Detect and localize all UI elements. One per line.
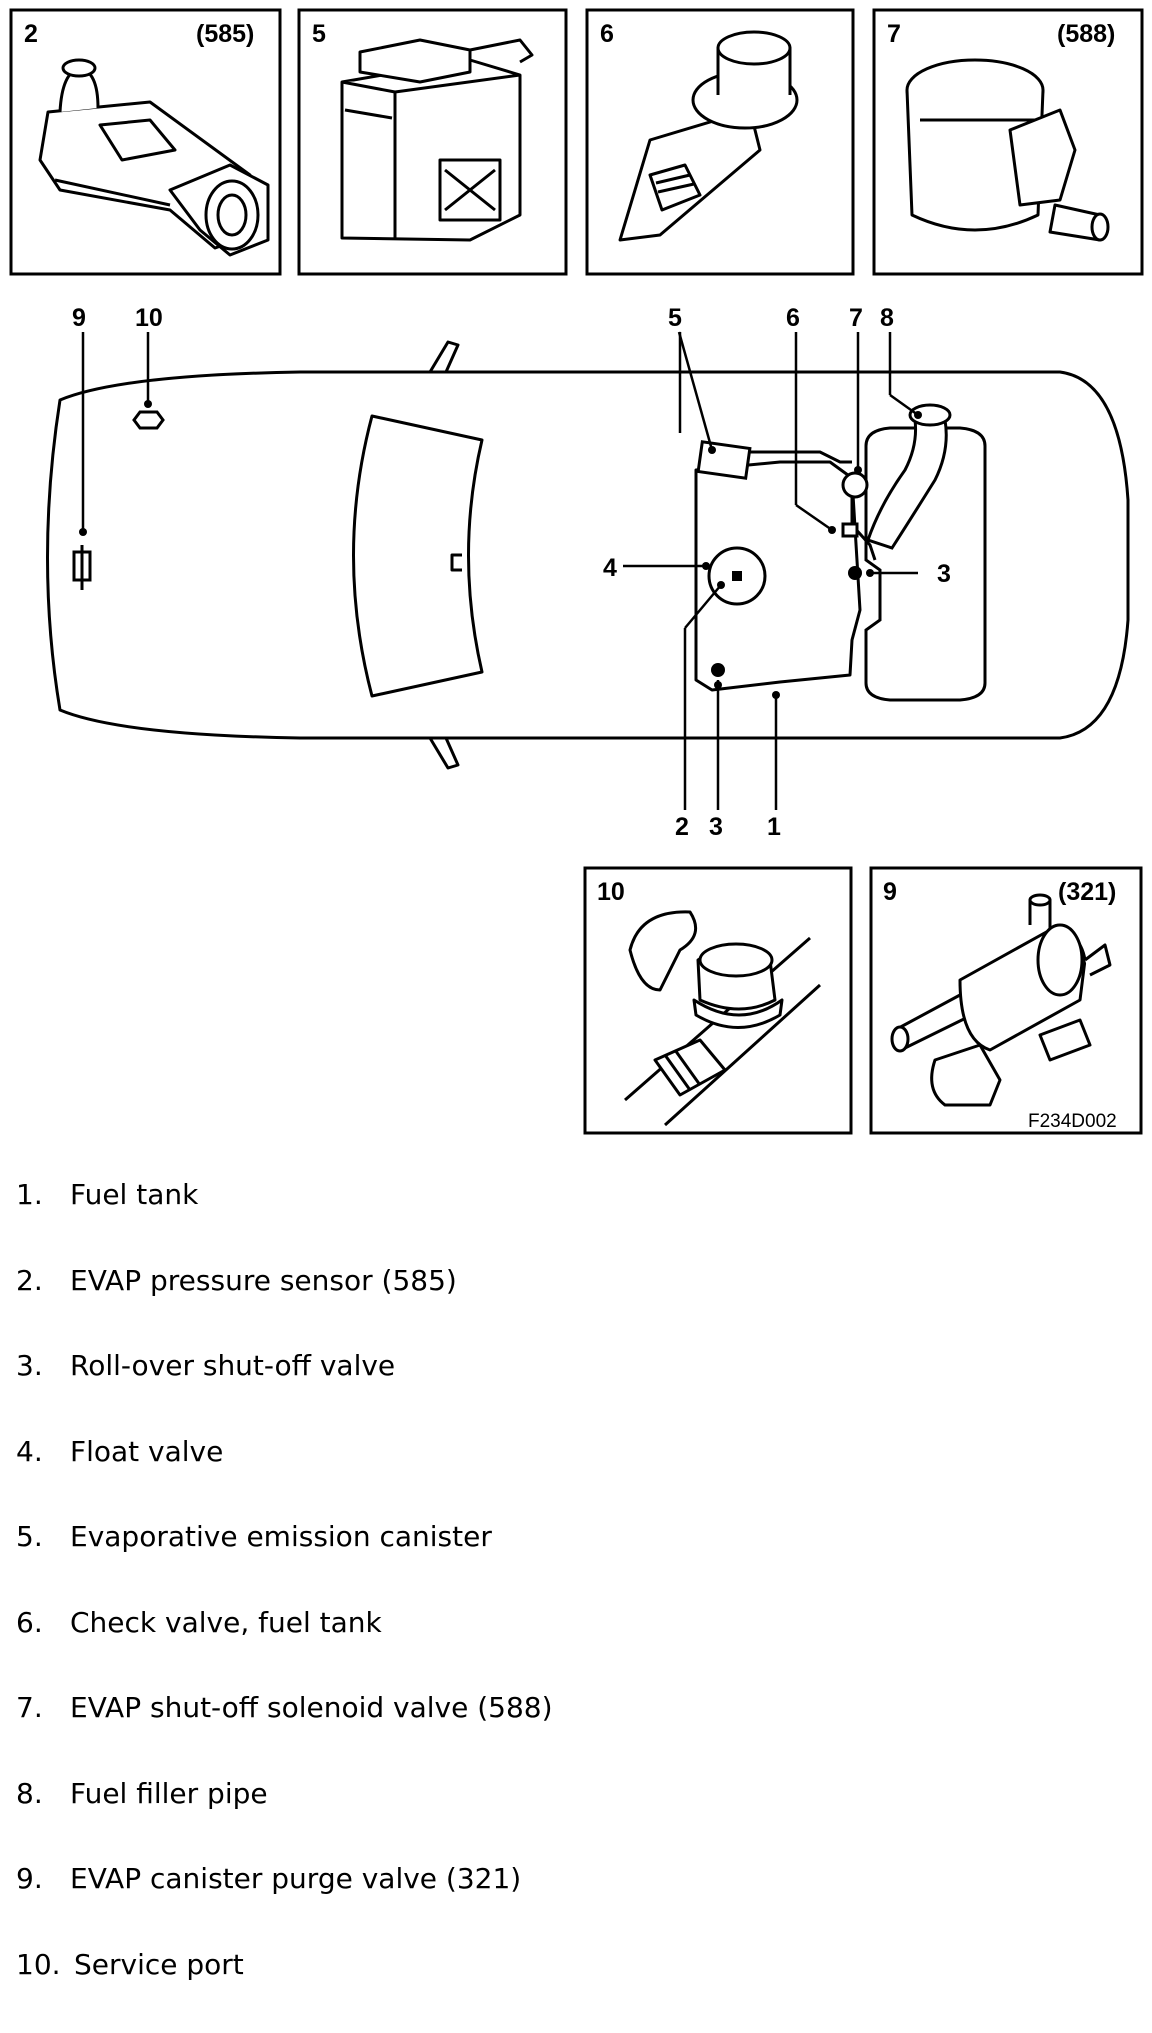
evap-system-diagram: 2 (585) 5 6 xyxy=(0,0,1152,1160)
legend-item: 7.EVAP shut-off solenoid valve (588) xyxy=(16,1691,1136,1777)
legend-item-number: 8. xyxy=(16,1777,70,1810)
legend-item-number: 5. xyxy=(16,1520,70,1553)
callout-label-3: 3 xyxy=(937,560,951,588)
fuel-filler-pipe xyxy=(868,405,950,548)
inset-number: 10 xyxy=(597,878,625,906)
callout-label-10: 10 xyxy=(135,304,163,332)
float-valve-marker xyxy=(709,548,765,604)
callout-label-7: 7 xyxy=(849,304,863,332)
legend-item-text: Float valve xyxy=(70,1435,223,1468)
callout-label-8: 8 xyxy=(880,304,894,332)
inset-part-code: (588) xyxy=(1057,20,1115,48)
callout-label-5: 5 xyxy=(668,304,682,332)
legend-item-text: Evaporative emission canister xyxy=(70,1520,492,1553)
callout-label-6: 6 xyxy=(786,304,800,332)
inset-evap-canister-purge-valve: 9 (321) F234D002 xyxy=(871,868,1141,1133)
evaporative-emission-canister-icon xyxy=(342,40,532,240)
legend-item-text: EVAP shut-off solenoid valve (588) xyxy=(70,1691,553,1724)
legend-item-number: 3. xyxy=(16,1349,70,1382)
legend-item-number: 6. xyxy=(16,1606,70,1639)
inset-part-code: (585) xyxy=(196,20,254,48)
rollover-valve-marker xyxy=(711,663,725,677)
inset-service-port: 10 xyxy=(585,868,851,1133)
callout-label-4: 4 xyxy=(603,554,617,582)
legend-item-number: 4. xyxy=(16,1435,70,1468)
legend-item: 8.Fuel filler pipe xyxy=(16,1777,1136,1863)
inset-number: 6 xyxy=(600,20,614,48)
legend-item: 2.EVAP pressure sensor (585) xyxy=(16,1264,1136,1350)
callout-label-2: 2 xyxy=(675,813,689,841)
inset-evaporative-emission-canister: 5 xyxy=(299,10,566,274)
inset-number: 9 xyxy=(883,878,897,906)
legend-item-number: 2. xyxy=(16,1264,70,1297)
legend-item-text: EVAP canister purge valve (321) xyxy=(70,1862,521,1895)
callout-label-1: 1 xyxy=(767,813,781,841)
legend-item: 1.Fuel tank xyxy=(16,1178,1136,1264)
legend-item: 5.Evaporative emission canister xyxy=(16,1520,1136,1606)
legend-item-number: 10. xyxy=(16,1948,74,1981)
legend-item: 6.Check valve, fuel tank xyxy=(16,1606,1136,1692)
legend-item-number: 7. xyxy=(16,1691,70,1724)
callout-label-3: 3 xyxy=(709,813,723,841)
inset-number: 7 xyxy=(887,20,901,48)
legend-item-text: Roll-over shut-off valve xyxy=(70,1349,395,1382)
legend-item-text: EVAP pressure sensor (585) xyxy=(70,1264,457,1297)
callout-label-9: 9 xyxy=(72,304,86,332)
legend-item: 3.Roll-over shut-off valve xyxy=(16,1349,1136,1435)
check-valve-marker xyxy=(843,524,857,536)
figure-code: F234D002 xyxy=(1028,1111,1117,1132)
inset-part-code: (321) xyxy=(1058,878,1116,906)
legend-item: 10.Service port xyxy=(16,1948,1136,2033)
legend-item-text: Service port xyxy=(74,1948,244,1981)
component-legend: 1.Fuel tank 2.EVAP pressure sensor (585)… xyxy=(16,1178,1136,2033)
legend-item-number: 1. xyxy=(16,1178,70,1211)
solenoid-valve-marker xyxy=(843,473,867,497)
car-top-view xyxy=(48,342,1129,768)
rollover-valve-marker xyxy=(848,566,862,580)
inset-number: 5 xyxy=(312,20,326,48)
legend-item-text: Fuel tank xyxy=(70,1178,198,1211)
legend-item-text: Check valve, fuel tank xyxy=(70,1606,382,1639)
inset-number: 2 xyxy=(24,20,38,48)
inset-check-valve: 6 xyxy=(587,10,853,274)
legend-item: 4.Float valve xyxy=(16,1435,1136,1521)
legend-item-text: Fuel filler pipe xyxy=(70,1777,268,1810)
inset-evap-pressure-sensor: 2 (585) xyxy=(11,10,280,274)
legend-item-number: 9. xyxy=(16,1862,70,1895)
purge-valve-marker xyxy=(74,545,90,590)
evap-canister-marker xyxy=(698,442,750,478)
service-port-marker xyxy=(134,412,163,428)
legend-item: 9.EVAP canister purge valve (321) xyxy=(16,1862,1136,1948)
inset-evap-shutoff-solenoid-valve: 7 (588) xyxy=(874,10,1142,274)
